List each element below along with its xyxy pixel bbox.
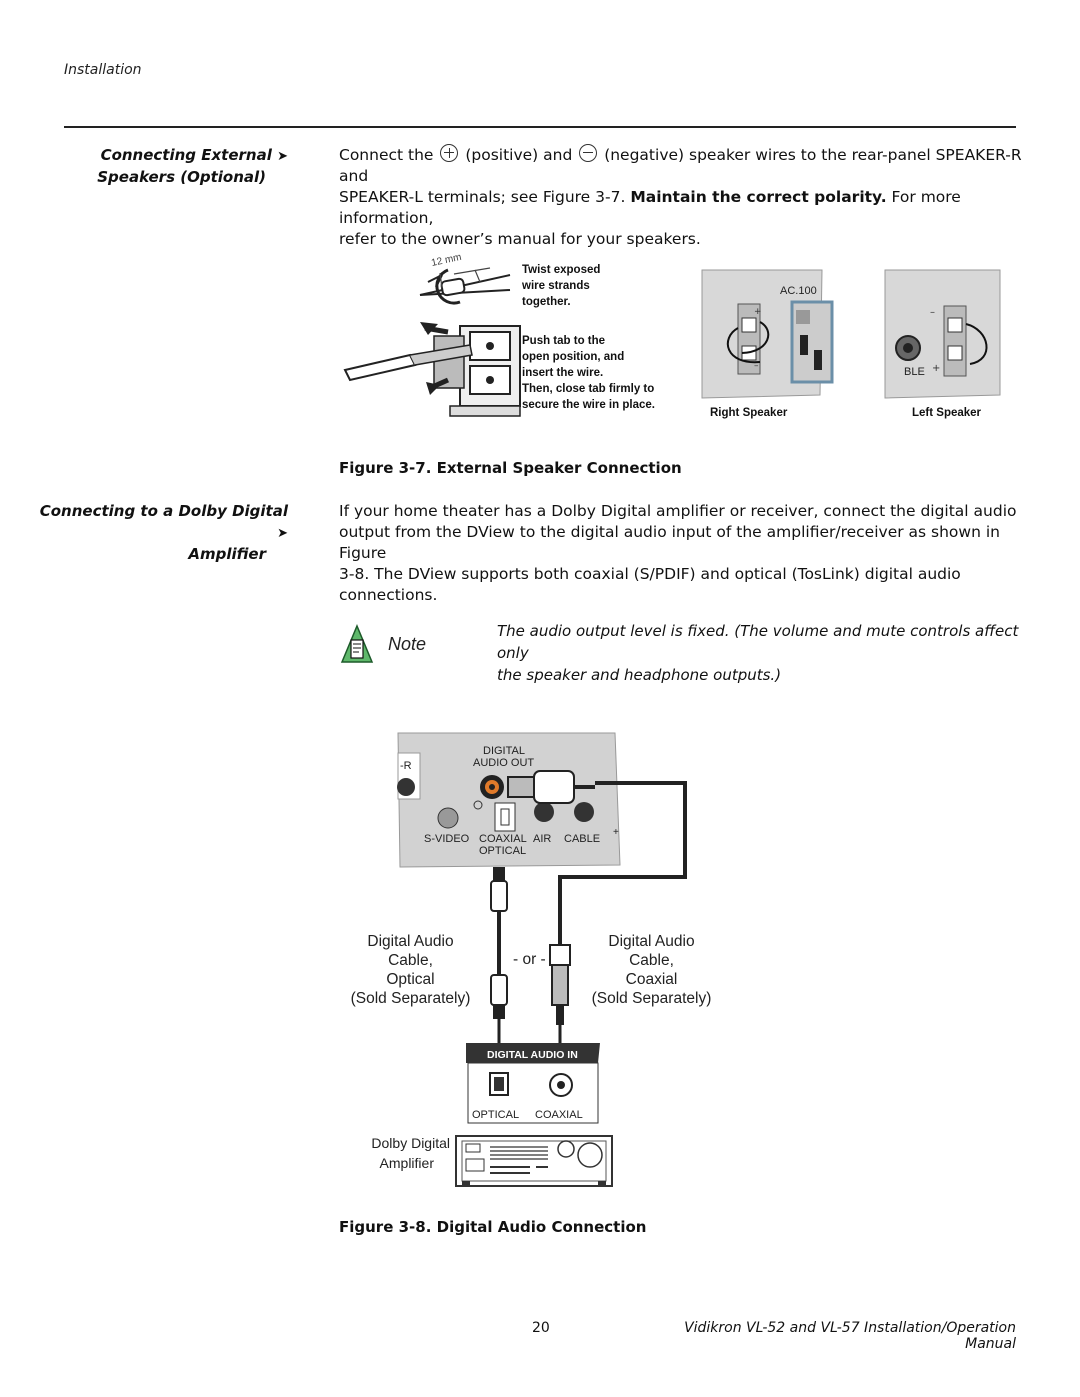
twist-caption: Twist exposed wire strands together. [521,264,604,308]
positive-terminal-icon [440,144,459,162]
svg-text:–: – [930,307,935,318]
right-speaker-panel: AC.100 + – [701,269,834,399]
p-connect: Connect the [339,146,434,164]
figure8-caption: Figure 3-8. Digital Audio Connection [339,1218,647,1236]
p-line3: refer to the owner’s manual for your spe… [339,230,701,248]
note-text: The audio output level is fixed. (The vo… [497,620,1027,686]
right-speaker-label: Right Speaker [710,407,788,419]
push-caption: Push tab to the open position, and inser… [522,335,657,411]
dolby-line: 3-8. The DView supports both coaxial (S/… [339,565,961,583]
audio-out-label: AUDIO OUT [473,757,534,769]
p-line2b: Maintain the correct polarity. [630,188,887,206]
dolby-line: connections. [339,586,438,604]
speakers-heading-line1: Connecting External [100,146,272,164]
svg-text:–: – [754,361,759,371]
svg-text:-R: -R [400,760,412,772]
digital-audio-in-label: DIGITAL AUDIO IN [487,1049,578,1061]
or-label: - or - [513,951,546,968]
amplifier-illustration [455,1135,613,1187]
arrow-icon: ➤ [277,526,288,541]
page-number: 20 [532,1320,550,1336]
svg-text:OPTICAL: OPTICAL [479,845,526,857]
push-tab-terminal [343,322,521,417]
running-header: Installation [64,62,142,78]
svg-text:+: + [932,363,940,374]
p-positive: (positive) and [465,146,573,164]
left-speaker-panel: – + BLE [884,269,1001,399]
speakers-heading: Connecting External ➤ Speakers (Optional… [28,145,288,188]
left-speaker-label: Left Speaker [912,407,982,419]
dolby-heading: Connecting to a Dolby Digital ➤ Amplifie… [28,501,288,565]
optical-cable-label: Digital Audio Cable, Optical (Sold Separ… [350,933,471,1007]
speaker-connection-figure: 12 mm Twist exposed wire strands togethe… [343,252,1001,419]
speakers-paragraph: Connect the (positive) and (negative) sp… [339,144,1029,250]
r-jack [397,778,415,796]
wire-twist-illustration: 12 mm [419,252,511,305]
note-label: Note [388,634,427,654]
svg-text:CABLE: CABLE [564,833,600,845]
negative-terminal-icon [579,144,598,162]
figure7-caption: Figure 3-7. External Speaker Connection [339,459,682,477]
air-jack [534,802,554,822]
p-line2a: SPEAKER-L terminals; see Figure 3-7. [339,188,626,206]
p-negative: (negative) speaker wires to the rear-pan… [339,146,1022,185]
cable-jack [574,802,594,822]
ble-label: BLE [904,366,925,378]
note-line: the speaker and headphone outputs.) [497,666,782,684]
svg-text:+: + [613,827,619,838]
speakers-heading-line2: Speakers (Optional) [97,168,266,186]
manual-title: Vidikron VL-52 and VL-57 Installation/Op… [684,1320,1016,1352]
svg-text:COAXIAL: COAXIAL [535,1109,583,1121]
header-rule [64,126,1016,128]
svg-text:+: + [754,307,762,317]
coaxial-cable-label: Digital Audio Cable, Coaxial (Sold Separ… [591,933,712,1007]
arrow-icon: ➤ [277,149,288,164]
ac-label: AC.100 [780,285,817,297]
mm-label: 12 mm [430,252,462,269]
digital-label: DIGITAL [483,745,525,757]
dolby-heading-line1: Connecting to a Dolby Digital [39,502,288,520]
svg-text:COAXIAL: COAXIAL [479,833,527,845]
svg-text:S-VIDEO: S-VIDEO [424,833,470,845]
svg-text:OPTICAL: OPTICAL [472,1109,519,1121]
svideo-jack [437,807,459,829]
dolby-line: If your home theater has a Dolby Digital… [339,502,1017,520]
note-hand-icon [340,624,374,663]
svg-text:AIR: AIR [533,833,551,845]
amplifier-label: Dolby Digital Amplifier [371,1135,450,1171]
note-line: The audio output level is fixed. (The vo… [497,622,1019,662]
optical-out-jack [494,802,516,832]
dolby-line: output from the DView to the digital aud… [339,523,1000,562]
digital-audio-figure: -R DIGITAL AUDIO OUT S-VIDEO COAXIAL AIR… [397,732,687,1187]
dolby-paragraph: If your home theater has a Dolby Digital… [339,501,1039,606]
dolby-heading-line2: Amplifier [188,545,266,563]
p-line2c: For more information, [339,188,961,227]
